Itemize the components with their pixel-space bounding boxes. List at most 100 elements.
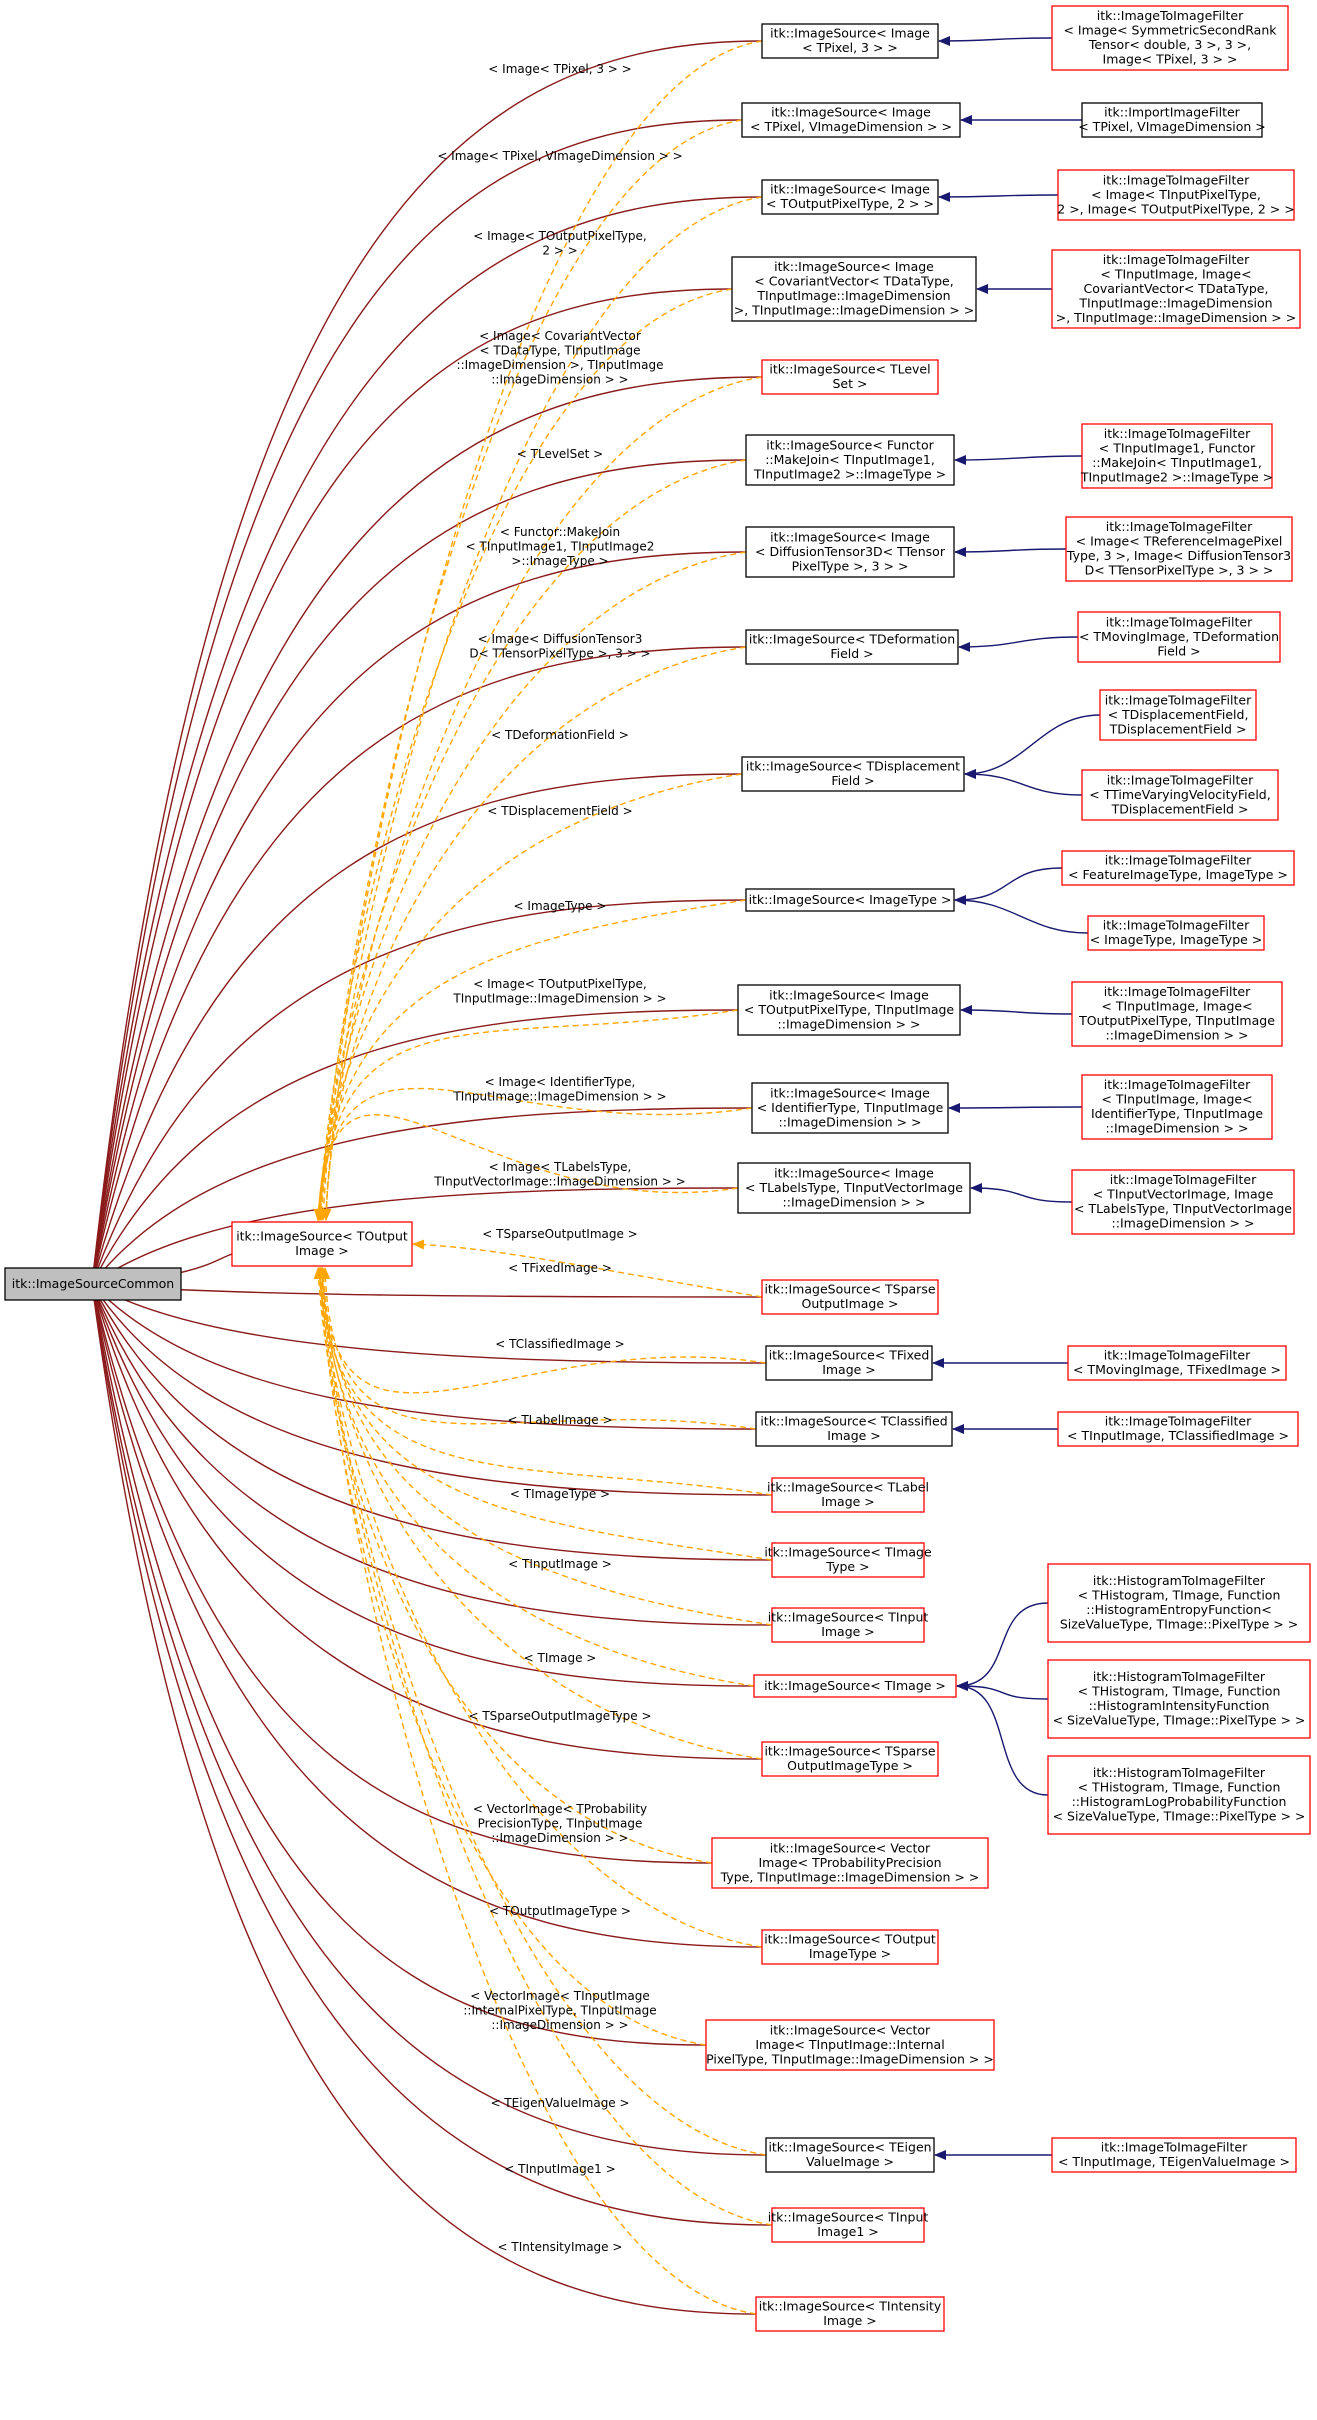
class-node-label: Tensor< double, 3 >, 3 >, [1088,37,1251,52]
class-node-label: itk::ImageSource< Image [771,105,931,120]
derived-class-edge [970,1183,1073,1203]
template-instantiation-edge [318,1267,773,1626]
class-node[interactable]: itk::ImageSource< TIntensityImage > [755,2296,945,2332]
class-node[interactable]: itk::ImageSource< TClassifiedImage > [755,1411,953,1447]
class-node[interactable]: itk::ImageToImageFilter< TInputImage1, F… [1080,423,1273,489]
template-argument-label: ::ImageDimension > > [491,2018,628,2032]
template-instantiation-edge [412,1239,763,1298]
class-node[interactable]: itk::ImageToImageFilter< ImageType, Imag… [1087,915,1265,951]
class-node[interactable]: itk::ImageSource< Functor::MakeJoin< TIn… [745,434,955,486]
class-node[interactable]: itk::ImageSource< TInputImage1 > [768,2207,929,2243]
class-node[interactable]: itk::ImageToImageFilter< Image< Symmetri… [1051,5,1289,71]
class-node[interactable]: itk::ImageSource< TLabelImage > [767,1477,929,1513]
template-argument-label: < TEigenValueImage > [490,2096,629,2110]
class-node[interactable]: itk::ImageToImageFilter< Image< TReferen… [1065,516,1293,582]
class-node[interactable]: itk::ImageSource< Image< TPixel, 3 > > [761,23,939,59]
class-node[interactable]: itk::ImageSource< ImageType > [745,888,955,912]
class-node-box [741,102,961,138]
class-node[interactable]: itk::ImageSource< TSparseOutputImageType… [761,1741,939,1777]
inheritance-edge [89,551,747,1285]
class-node[interactable]: itk::ImageSource< TEigenValueImage > [765,2137,935,2173]
template-instantiation-edge [315,1267,773,2226]
class-node[interactable]: itk::ImageSource< TInputImage > [768,1607,929,1643]
class-node[interactable]: itk::ImageToImageFilter< TDisplacementFi… [1099,689,1257,741]
class-node[interactable]: itk::ImageSource< TImageType > [764,1542,932,1578]
inheritance-edge [88,119,743,1285]
class-node-label: itk::ImageSource< TClassified [760,1414,947,1429]
class-node[interactable]: itk::HistogramToImageFilter< THistogram,… [1047,1755,1311,1835]
inheritance-edge [88,376,763,1285]
class-node[interactable]: itk::ImageSource< Image< DiffusionTensor… [745,526,955,578]
class-node-box [1081,1074,1273,1140]
template-argument-label: < Functor::MakeJoin [500,525,620,539]
class-node[interactable]: itk::ImageToImageFilter< TInputVectorIma… [1071,1169,1295,1235]
class-node-label: >, TInputImage::ImageDimension > > [1056,310,1296,325]
class-node[interactable]: itk::ImageToImageFilter< Image< TInputPi… [1057,169,1295,221]
class-node[interactable]: itk::ImageSource< TOutputImage > [231,1221,413,1267]
class-node-label: itk::HistogramToImageFilter [1093,1669,1266,1684]
class-node[interactable]: itk::ImageSource< Image< TPixel, VImageD… [741,102,961,138]
class-node-box [745,434,955,486]
class-node[interactable]: itk::ImageToImageFilter< TTimeVaryingVel… [1081,769,1279,821]
class-node-label: itk::ImageSource< Vector [770,1840,931,1855]
class-node[interactable]: itk::ImageSourceCommon [4,1267,182,1301]
class-node-label: itk::ImageSource< TImage [764,1545,932,1560]
class-node[interactable]: itk::ImageSource< TDeformationField > [745,629,959,665]
class-node[interactable]: itk::ImageSource< TImage > [753,1674,957,1698]
class-node-label: itk::ImageSource< Image [770,1085,930,1100]
class-node-box [737,1162,971,1214]
class-node[interactable]: itk::ImageToImageFilter< TInputImage, Im… [1071,981,1283,1047]
class-node[interactable]: itk::ImageToImageFilter< TInputImage, Im… [1051,249,1301,329]
class-node[interactable]: itk::ImageToImageFilter< TMovingImage, T… [1067,1345,1287,1381]
class-node[interactable]: itk::ImageToImageFilter< TMovingImage, T… [1077,611,1281,663]
class-node[interactable]: itk::ImageSource< TOutputImageType > [761,1929,939,1965]
class-node-label: < TLabelsType, TInputVectorImage [745,1180,963,1195]
inheritance-edge [91,1283,773,1496]
inheritance-edge [88,40,763,1285]
class-node[interactable]: itk::ImportImageFilter< TPixel, VImageDi… [1078,102,1266,138]
template-argument-label: < TDisplacementField > [487,804,632,818]
class-node[interactable]: itk::ImageToImageFilter< FeatureImageTyp… [1061,850,1295,886]
class-node[interactable]: itk::ImageSource< VectorImage< TInputIma… [705,2019,995,2071]
derived-class-edge [948,1102,1083,1113]
class-node-label: < TPixel, VImageDimension > [1078,119,1266,134]
class-node-box [1061,850,1295,886]
class-node[interactable]: itk::ImageToImageFilter< TInputImage, Im… [1081,1074,1273,1140]
class-node[interactable]: itk::ImageSource< VectorImage< TProbabil… [711,1837,989,1889]
class-node[interactable]: itk::ImageSource< TSparseOutputImage > [761,1279,939,1315]
class-node-label: PixelType, TInputImage::ImageDimension >… [706,2051,994,2066]
class-node-label: OutputImage > [801,1296,898,1311]
class-node-box [1081,423,1273,489]
class-node[interactable]: itk::ImageToImageFilter< TInputImage, TE… [1051,2137,1297,2173]
template-instantiation-edge [317,1267,763,1760]
template-argument-label: < TOutputImageType > [489,1904,631,1918]
class-node[interactable]: itk::ImageSource< TFixedImage > [765,1345,933,1381]
class-node[interactable]: itk::ImageToImageFilter< TInputImage, TC… [1057,1411,1299,1447]
template-argument-label: < Image< IdentifierType, [485,1075,636,1089]
class-node[interactable]: itk::ImageSource< Image< TOutputPixelTyp… [761,179,939,215]
template-argument-label: ::ImageDimension > > [491,373,628,387]
class-node-label: itk::ImageToImageFilter [1104,984,1251,999]
class-node[interactable]: itk::HistogramToImageFilter< THistogram,… [1047,1659,1311,1739]
template-argument-labels: < Image< TPixel, 3 > >< Image< TPixel, V… [433,62,685,2254]
class-node-label: TDisplacementField > [1109,721,1247,736]
class-node-box [1087,915,1265,951]
class-node[interactable]: itk::ImageSource< TDisplacementField > [741,756,965,792]
class-node[interactable]: itk::ImageSource< Image< TOutputPixelTyp… [737,984,961,1036]
class-node[interactable]: itk::ImageSource< Image< CovariantVector… [731,256,977,322]
template-instantiation-edge [313,899,747,1221]
class-node-label: itk::ImageToImageFilter [1107,772,1254,787]
class-node-box [771,2207,925,2243]
class-node[interactable]: itk::HistogramToImageFilter< THistogram,… [1047,1563,1311,1643]
class-node-box [765,2137,935,2173]
class-node[interactable]: itk::ImageSource< Image< TLabelsType, TI… [737,1162,971,1214]
derived-class-edge [954,454,1083,465]
class-node[interactable]: itk::ImageSource< Image< IdentifierType,… [751,1082,949,1134]
inheritance-edge [91,1280,763,1298]
class-node-box [771,1542,925,1578]
class-node-box [4,1267,182,1301]
class-node-label: Image > [827,1428,881,1443]
class-node[interactable]: itk::ImageSource< TLevelSet > [761,359,939,395]
class-node-label: ::MakeJoin< TInputImage1, [1092,455,1262,470]
class-node-box [1077,611,1281,663]
